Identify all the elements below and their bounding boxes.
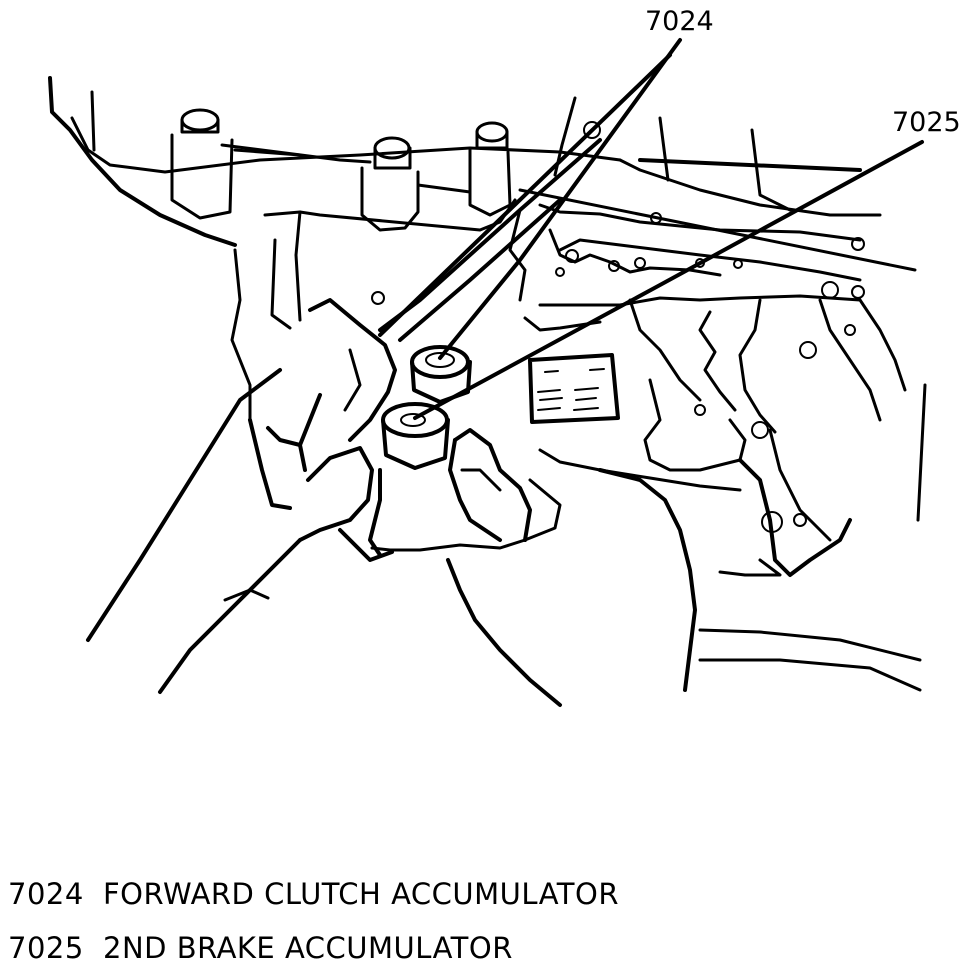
legend-code: 7024: [8, 877, 84, 911]
legend-row-7024: 7024 FORWARD CLUTCH ACCUMULATOR: [8, 880, 619, 909]
valve-body-holes: [371, 121, 865, 533]
bolt-3: [468, 121, 512, 217]
left-hand: [86, 298, 397, 694]
bolt-2: [360, 136, 420, 232]
transmission-case: [48, 76, 927, 692]
legend-description: FORWARD CLUTCH ACCUMULATOR: [103, 877, 619, 911]
legend-description: 2ND BRAKE ACCUMULATOR: [103, 931, 513, 965]
tool-lines: [378, 138, 602, 342]
leader-line-7025: [413, 140, 924, 420]
2nd-brake-accumulator-bore: [381, 402, 450, 470]
legend-row-7025: 7025 2ND BRAKE ACCUMULATOR: [8, 934, 513, 963]
legend-code: 7025: [8, 931, 84, 965]
forward-clutch-accumulator-bore: [410, 345, 472, 404]
bolt-1: [170, 108, 234, 220]
leader-line-7024: [378, 38, 682, 360]
callout-7025: 7025: [892, 107, 961, 138]
id-plate: [528, 353, 620, 424]
callout-7024: 7024: [645, 6, 714, 37]
right-hand: [446, 428, 697, 707]
valve-body: [230, 198, 907, 577]
case-bolts: [170, 108, 512, 232]
